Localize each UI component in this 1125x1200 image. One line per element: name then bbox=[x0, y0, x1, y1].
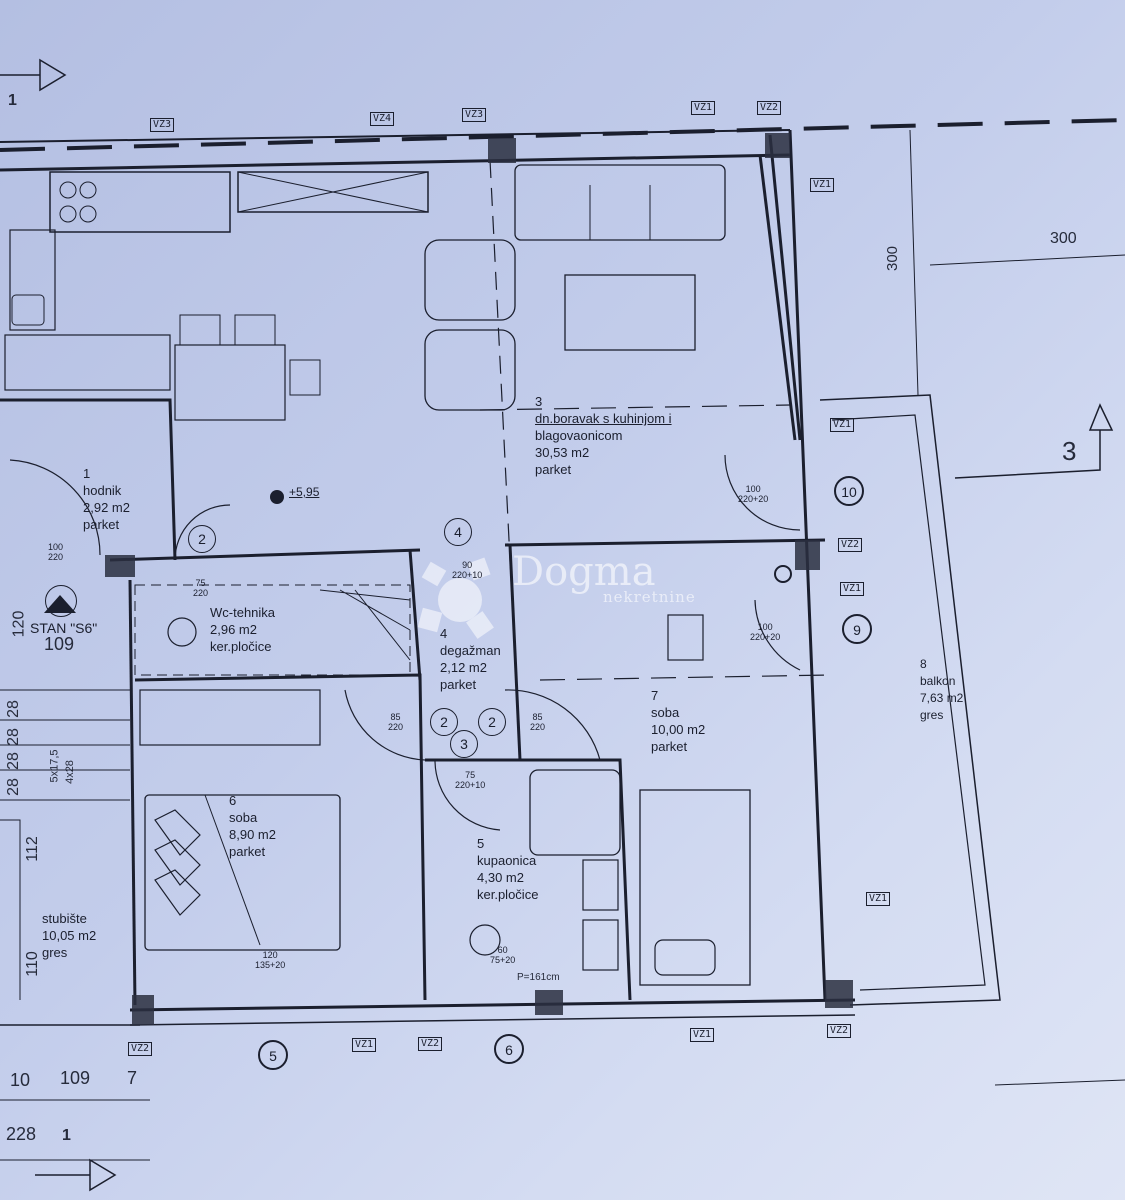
wall-tag: VZ1 bbox=[352, 1038, 377, 1052]
wall-tag: VZ1 bbox=[691, 101, 716, 115]
dimension-112: 112 bbox=[23, 836, 41, 862]
window-marker: 5 bbox=[258, 1040, 288, 1070]
elevation-value: +5,95 bbox=[289, 485, 320, 499]
dimension-120: 120 bbox=[10, 610, 28, 638]
level-triangle-icon bbox=[44, 595, 76, 613]
window-marker: 9 bbox=[842, 614, 872, 644]
wall-tag: VZ2 bbox=[838, 538, 863, 552]
dimension-stair-tread: 28 bbox=[4, 700, 22, 718]
dimension-stair-tread: 28 bbox=[4, 728, 22, 746]
watermark-subtitle: nekretnine bbox=[603, 588, 696, 606]
dimension-109: 109 bbox=[60, 1068, 91, 1088]
dimension-228: 228 bbox=[6, 1124, 37, 1144]
wall-tag: VZ2 bbox=[128, 1042, 153, 1056]
wall-tag: VZ4 bbox=[370, 112, 395, 126]
dimension-300-horizontal: 300 bbox=[1050, 230, 1077, 247]
watermark-brand: Dogma bbox=[512, 549, 656, 595]
dimension-stair-tread: 28 bbox=[4, 752, 22, 770]
window-marker: 10 bbox=[834, 476, 864, 506]
wall-tag: VZ1 bbox=[830, 418, 855, 432]
dimension-stair-run: 4x28 bbox=[63, 760, 76, 784]
wall-tag: VZ1 bbox=[690, 1028, 715, 1042]
bath-note: P=161cm bbox=[517, 972, 560, 983]
wall-tag: VZ3 bbox=[150, 118, 175, 132]
wall-tag: VZ3 bbox=[462, 108, 487, 122]
dimension-7: 7 bbox=[127, 1068, 138, 1088]
section-marker-right: 3 bbox=[1062, 436, 1077, 466]
dimension-stair-rise: 5x17,5 bbox=[48, 749, 61, 783]
door-marker: 2 bbox=[430, 708, 458, 736]
dimension-300-vertical: 300 bbox=[884, 245, 902, 272]
door-marker: 3 bbox=[450, 730, 478, 758]
dimension-stair-tread: 28 bbox=[4, 778, 22, 796]
section-marker-top: 1 bbox=[8, 92, 17, 109]
wall-tag: VZ1 bbox=[810, 178, 835, 192]
dimension-10: 10 bbox=[10, 1070, 31, 1090]
wall-tag: VZ2 bbox=[757, 101, 782, 115]
door-marker: 2 bbox=[188, 525, 216, 553]
door-marker: 4 bbox=[444, 518, 472, 546]
wall-tag: VZ1 bbox=[866, 892, 891, 906]
elevation-marker-icon bbox=[270, 490, 284, 504]
wall-tag: VZ2 bbox=[827, 1024, 852, 1038]
apartment-label: STAN "S6" bbox=[30, 620, 98, 636]
window-marker: 6 bbox=[494, 1034, 524, 1064]
wall-tag: VZ1 bbox=[840, 582, 865, 596]
wall-tag: VZ2 bbox=[418, 1037, 443, 1051]
section-marker-bottom: 1 bbox=[62, 1127, 71, 1144]
door-marker: 2 bbox=[478, 708, 506, 736]
apartment-dimension: 109 bbox=[44, 634, 75, 654]
dimension-110: 110 bbox=[23, 951, 41, 977]
